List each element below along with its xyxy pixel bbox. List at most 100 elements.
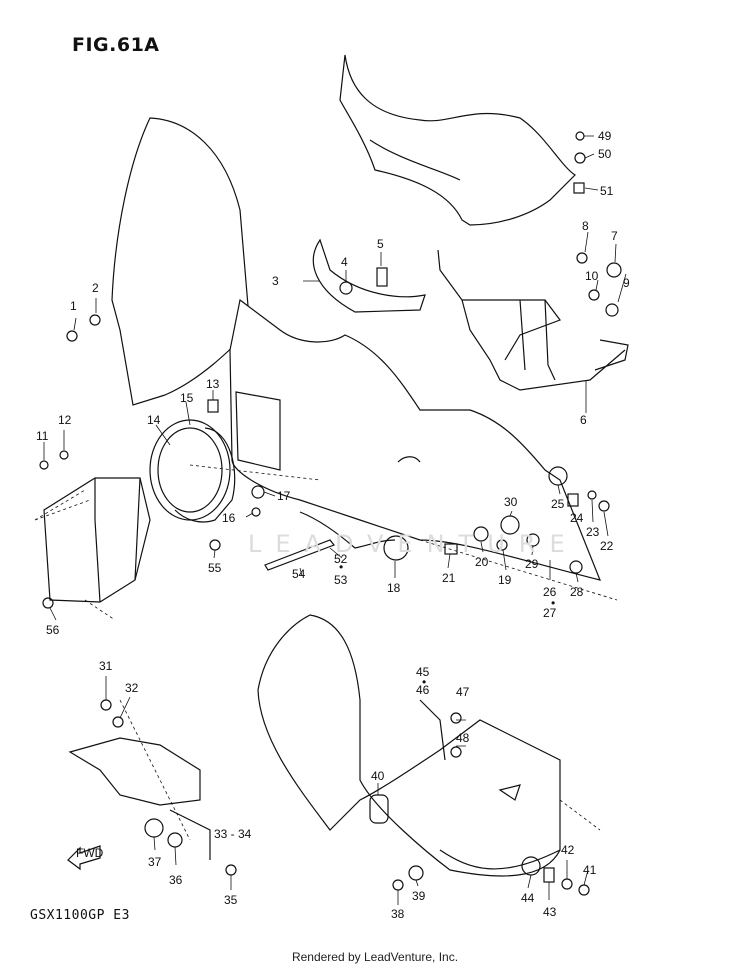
bolt-5 xyxy=(376,267,388,287)
svg-text:•: • xyxy=(339,560,343,574)
part-45: 45 xyxy=(416,665,430,679)
part-1: 1 xyxy=(70,299,77,313)
wire-harness xyxy=(299,511,396,549)
part-14: 14 xyxy=(147,413,161,427)
part-48: 48 xyxy=(456,731,470,745)
svg-text:•: • xyxy=(551,596,555,610)
part-19: 19 xyxy=(498,573,512,587)
part-9: 9 xyxy=(623,276,630,290)
part-49: 49 xyxy=(598,129,612,143)
lower-fairing xyxy=(257,614,561,877)
upper-inner-panel xyxy=(339,54,576,226)
part-15: 15 xyxy=(180,391,194,405)
screw-49 xyxy=(575,131,585,141)
grommet-20 xyxy=(473,526,489,542)
part-12: 12 xyxy=(58,413,72,427)
part-29: 29 xyxy=(525,557,539,571)
nut-36 xyxy=(167,832,183,848)
screw-16 xyxy=(251,507,261,517)
screw-38 xyxy=(392,879,404,891)
bolt-47 xyxy=(450,712,462,724)
footer-credit: Rendered by LeadVenture, Inc. xyxy=(291,950,459,964)
part-55: 55 xyxy=(208,561,222,575)
bolt-19 xyxy=(496,539,508,551)
washer-2 xyxy=(89,314,101,326)
part-56: 56 xyxy=(46,623,60,637)
grommet-7 xyxy=(606,262,622,278)
bracket-40 xyxy=(369,794,389,824)
part-32: 32 xyxy=(125,681,139,695)
part-18: 18 xyxy=(387,581,401,595)
bolt-9 xyxy=(605,303,619,317)
part-47: 47 xyxy=(456,685,470,699)
headlight-housing xyxy=(174,427,236,523)
part-30: 30 xyxy=(504,495,518,509)
part-33-34: 33 - 34 xyxy=(214,827,252,841)
part-46: 46 xyxy=(416,683,430,697)
part-43: 43 xyxy=(543,905,557,919)
part-23: 23 xyxy=(586,525,600,539)
grommet-18 xyxy=(383,535,409,561)
clip-13 xyxy=(207,399,219,413)
part-50: 50 xyxy=(598,147,612,161)
clip-51 xyxy=(573,182,585,194)
part-20: 20 xyxy=(475,555,489,569)
part-35: 35 xyxy=(224,893,238,907)
part-10: 10 xyxy=(585,269,599,283)
fwd-label: FWD xyxy=(76,846,104,860)
part-39: 39 xyxy=(412,889,426,903)
part-40: 40 xyxy=(371,769,385,783)
part-44: 44 xyxy=(521,891,535,905)
part-6: 6 xyxy=(580,413,587,427)
bolt-1 xyxy=(66,330,78,342)
windscreen xyxy=(111,117,251,406)
part-27: 27 xyxy=(543,606,557,620)
spacer-24 xyxy=(567,493,579,507)
part-53: 53 xyxy=(334,573,348,587)
cable-tie xyxy=(264,539,335,571)
part-4: 4 xyxy=(341,255,348,269)
washer-32 xyxy=(112,716,124,728)
nut-21 xyxy=(444,543,458,555)
part-28: 28 xyxy=(570,585,584,599)
fairing-bracket xyxy=(437,249,629,391)
part-31: 31 xyxy=(99,659,113,673)
part-52: 52 xyxy=(334,552,348,566)
washer-23 xyxy=(587,490,597,500)
nut-50 xyxy=(574,152,586,164)
grommet-39 xyxy=(408,865,424,881)
screw-35 xyxy=(225,864,237,876)
garnish-strip xyxy=(312,238,426,313)
grommet-37 xyxy=(144,818,164,838)
part-24: 24 xyxy=(570,511,584,525)
screw-56 xyxy=(42,597,54,609)
fwd-arrow-icon xyxy=(67,845,101,871)
part-11: 11 xyxy=(36,429,49,443)
part-8: 8 xyxy=(582,219,589,233)
part-3: 3 xyxy=(272,274,279,288)
screw-41 xyxy=(578,884,590,896)
part-17: 17 xyxy=(277,489,291,503)
upper-fairing xyxy=(229,298,601,581)
part-16: 16 xyxy=(222,511,236,525)
svg-text:•: • xyxy=(422,675,426,689)
screw-11 xyxy=(39,460,49,470)
washer-12 xyxy=(59,450,69,460)
washer-10 xyxy=(588,289,600,301)
part-26: 26 xyxy=(543,585,557,599)
screw-22 xyxy=(598,500,610,512)
bracket-33 xyxy=(68,737,201,806)
headlight-rim xyxy=(149,419,231,521)
spacer-43 xyxy=(543,867,555,883)
nut-8 xyxy=(576,252,588,264)
washer-42 xyxy=(561,878,573,890)
watermark: LEADVENTURE xyxy=(248,530,579,558)
part-2: 2 xyxy=(92,281,99,295)
washer-55 xyxy=(209,539,221,551)
bolt-48 xyxy=(450,746,462,758)
part-22: 22 xyxy=(600,539,614,553)
part-51: 51 xyxy=(600,184,614,198)
model-code: GSX1100GP E3 xyxy=(30,908,130,923)
part-54: 54 xyxy=(292,567,306,581)
